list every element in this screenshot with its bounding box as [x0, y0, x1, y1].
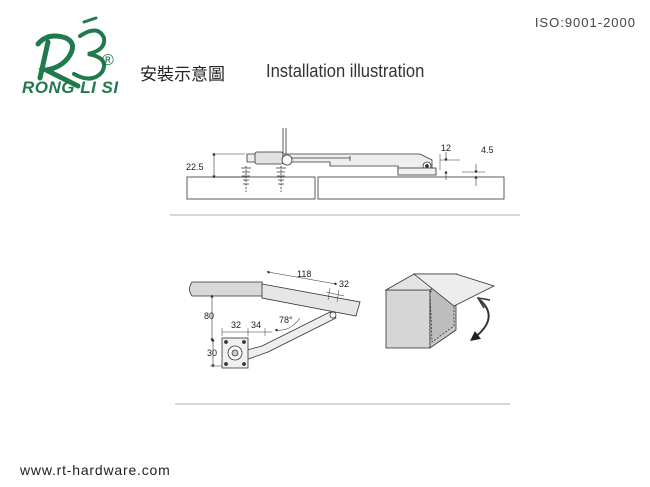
dim-angle: 78°	[279, 315, 293, 325]
top-screw-left	[241, 166, 251, 192]
rotation-arrow-icon	[470, 299, 490, 342]
dim-spacing-a: 32	[231, 320, 241, 330]
dim-spacing-b: 34	[251, 320, 261, 330]
registered-mark: ®	[102, 52, 114, 69]
cabinet-3d-diagram	[384, 273, 496, 349]
brand-name: RONG LI SI	[22, 78, 119, 97]
dim-slot: 32	[339, 279, 349, 289]
top-right-panel	[317, 176, 505, 200]
title-english: Installation illustration	[266, 61, 425, 81]
side-view-diagram	[189, 270, 361, 369]
cabinet-lid	[412, 273, 496, 307]
dim-top-height: 22.5	[186, 162, 204, 172]
dim-lid-length: 118	[297, 269, 311, 279]
top-screw-right	[276, 166, 286, 192]
top-left-panel	[186, 176, 316, 200]
lid-panel	[261, 283, 361, 317]
top-view-diagram	[170, 128, 520, 216]
cabinet-front	[385, 289, 431, 349]
dim-vertical: 80	[204, 311, 214, 321]
dim-top-thickness: 4.5	[481, 145, 494, 155]
cabinet-panel	[189, 281, 265, 297]
website-url[interactable]: www.rt-hardware.com	[20, 462, 171, 478]
title-chinese: 安裝示意圖	[140, 65, 225, 85]
dim-base: 30	[207, 348, 217, 358]
iso-certification: ISO:9001-2000	[534, 15, 636, 30]
dim-top-offset: 12	[441, 143, 451, 153]
brand-logo-monogram	[35, 16, 107, 89]
